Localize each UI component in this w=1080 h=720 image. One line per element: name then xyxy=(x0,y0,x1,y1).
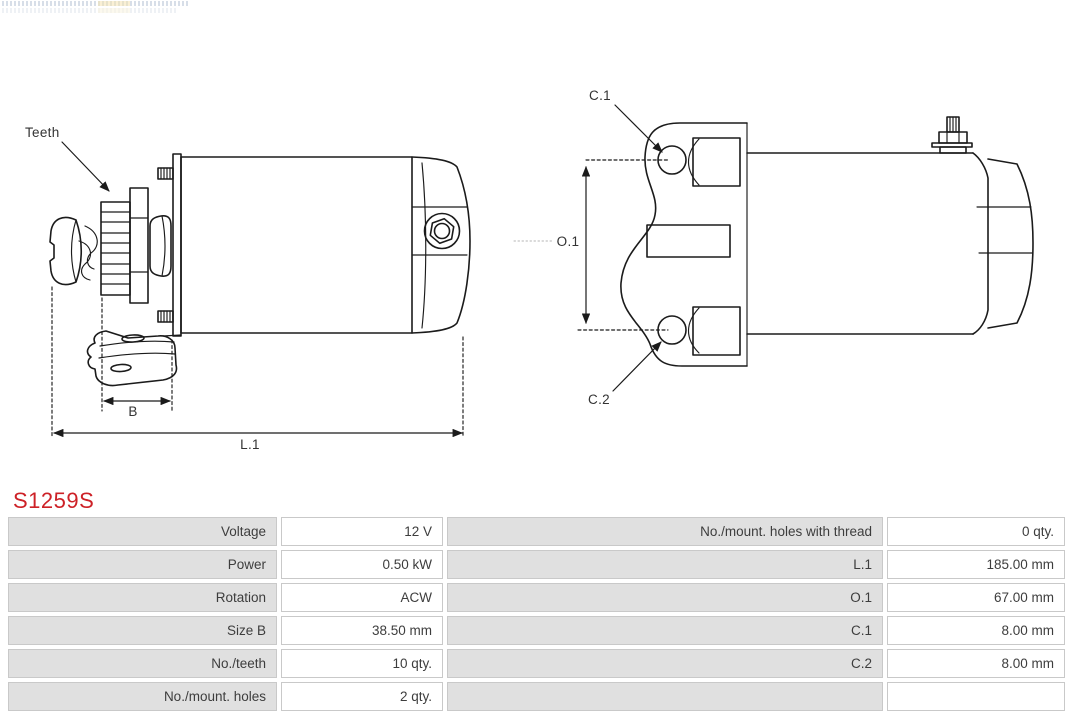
spec-label-cell: C.2 xyxy=(447,649,883,678)
dim-o1-label: O.1 xyxy=(557,234,580,249)
teeth-label: Teeth xyxy=(25,125,60,140)
spec-value-cell: 8.00 mm xyxy=(887,616,1065,645)
spec-label-cell: No./mount. holes xyxy=(8,682,277,711)
spec-value-cell: 67.00 mm xyxy=(887,583,1065,612)
starter-side-view xyxy=(49,153,471,387)
right-view-dimensions: C.1 O.1 C.2 xyxy=(513,88,669,407)
spec-label-cell: Power xyxy=(8,550,277,579)
spec-value-cell: ACW xyxy=(281,583,443,612)
part-number: S1259S xyxy=(13,488,95,513)
spec-label-cell: Rotation xyxy=(8,583,277,612)
spec-label-cell xyxy=(447,682,883,711)
artifact-strip xyxy=(2,8,178,13)
spec-value-cell: 0.50 kW xyxy=(281,550,443,579)
spec-label-cell: L.1 xyxy=(447,550,883,579)
dim-c2-label: C.2 xyxy=(588,392,610,407)
spec-value-cell: 8.00 mm xyxy=(887,649,1065,678)
spec-value-cell xyxy=(887,682,1065,711)
spec-label-cell: O.1 xyxy=(447,583,883,612)
spec-label-cell: Size B xyxy=(8,616,277,645)
spec-label-cell: No./teeth xyxy=(8,649,277,678)
dim-b-label: B xyxy=(128,404,137,419)
left-view-dimensions: Teeth B L.1 xyxy=(25,125,464,452)
spec-value-cell: 0 qty. xyxy=(887,517,1065,546)
spec-label-cell: Voltage xyxy=(8,517,277,546)
spec-label-cell: No./mount. holes with thread xyxy=(447,517,883,546)
spec-value-cell: 38.50 mm xyxy=(281,616,443,645)
spec-value-cell: 12 V xyxy=(281,517,443,546)
spec-value-cell: 10 qty. xyxy=(281,649,443,678)
technical-drawings: Teeth B L.1 xyxy=(25,88,1034,452)
spec-value-cell: 2 qty. xyxy=(281,682,443,711)
dim-l1-label: L.1 xyxy=(240,437,260,452)
artifact-strip xyxy=(2,1,190,6)
spec-value-cell: 185.00 mm xyxy=(887,550,1065,579)
starter-flange-view xyxy=(620,116,1034,367)
dim-c1-label: C.1 xyxy=(589,88,611,103)
spec-label-cell: C.1 xyxy=(447,616,883,645)
